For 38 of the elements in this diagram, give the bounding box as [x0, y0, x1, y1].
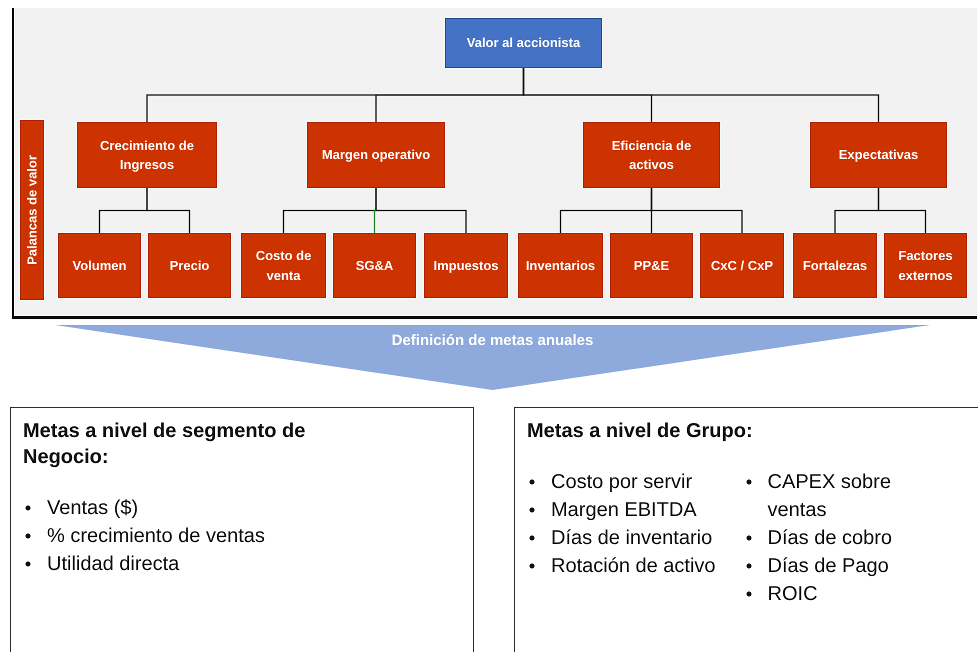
org-box: Impuestos	[424, 233, 508, 298]
connector-line	[522, 68, 880, 122]
org-box: Valor al accionista	[445, 18, 602, 68]
goals-panel	[514, 407, 978, 652]
banner-label: Definición de metas anuales	[392, 332, 594, 349]
org-box: Factores externos	[884, 233, 967, 298]
bullet-item: ROIC	[768, 583, 818, 605]
org-box: PP&E	[610, 233, 693, 298]
org-box: SG&A	[333, 233, 416, 298]
bullet-item: CAPEX sobre ventas	[768, 471, 891, 521]
connector-line	[375, 188, 467, 233]
bullet-item: Rotación de activo	[551, 555, 716, 577]
org-box: Precio	[148, 233, 231, 298]
org-box: Volumen	[58, 233, 141, 298]
side-bar	[20, 120, 44, 300]
org-box: Inventarios	[518, 233, 603, 298]
org-box: Expectativas	[810, 122, 947, 188]
connector-line	[878, 188, 926, 233]
org-box: Margen operativo	[307, 122, 445, 188]
panel-heading: Metas a nivel de segmento de Negocio:	[23, 419, 306, 470]
bullet-item: Ventas ($)	[47, 497, 138, 519]
bullet-item: Días de Pago	[768, 555, 889, 577]
org-box: Fortalezas	[793, 233, 877, 298]
org-box: Eficiencia de activos	[583, 122, 720, 188]
bullet-item: Días de inventario	[551, 527, 712, 549]
bullet-item: Días de cobro	[768, 527, 892, 549]
org-box: Crecimiento de Ingresos	[77, 122, 217, 188]
bullet-item: % crecimiento de ventas	[47, 525, 265, 547]
side-label: Palancas de valor	[24, 155, 40, 265]
goals-panel	[10, 407, 474, 652]
org-box: Costo de venta	[241, 233, 326, 298]
bullet-item: Utilidad directa	[47, 553, 180, 575]
bullet-item: Costo por servir	[551, 471, 692, 493]
panel-heading: Metas a nivel de Grupo:	[527, 419, 754, 444]
bullet-item: Margen EBITDA	[551, 499, 697, 521]
connector-line	[650, 188, 743, 233]
connector-line	[146, 188, 190, 233]
org-box: CxC / CxP	[700, 233, 784, 298]
